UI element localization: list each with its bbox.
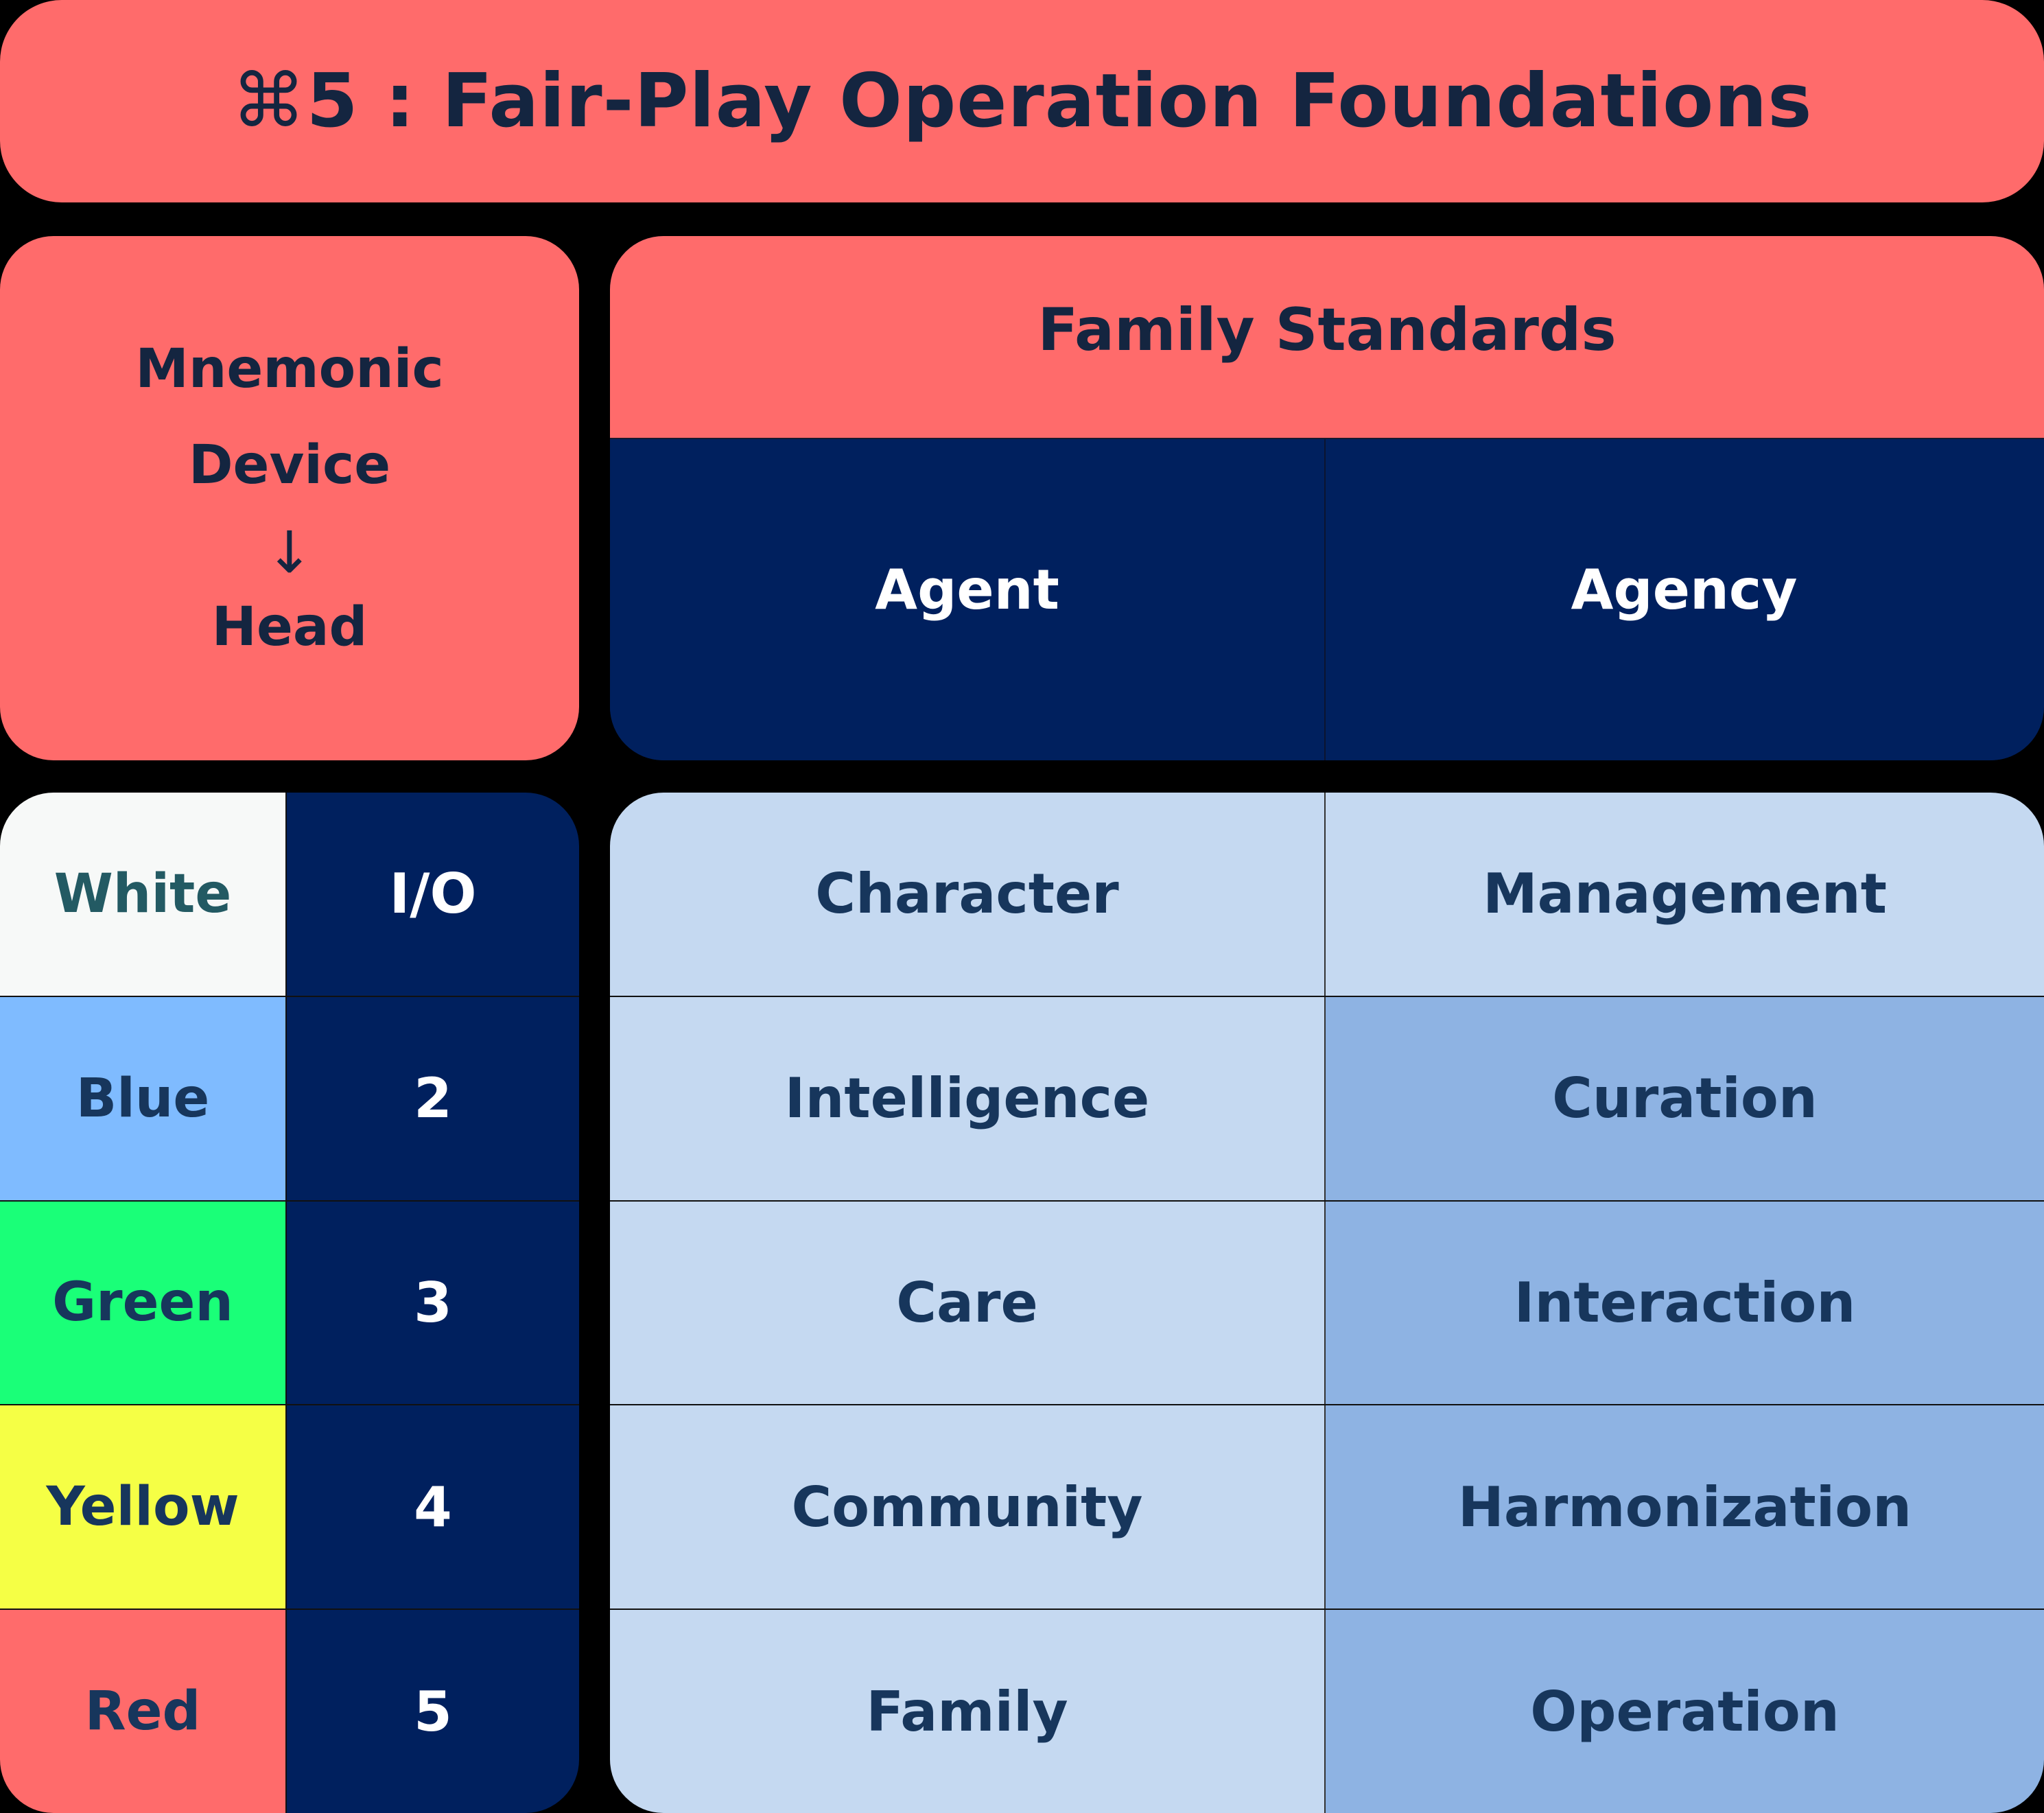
color-label-red: Red <box>0 1610 287 1813</box>
agency-cell: Operation <box>1326 1610 2044 1813</box>
color-label-green: Green <box>0 1201 287 1405</box>
agency-cell: Interaction <box>1326 1201 2044 1405</box>
agency-cell: Management <box>1326 793 2044 996</box>
mnemonic-header: Mnemonic Device ↓ Head <box>0 236 579 760</box>
agent-cell: Intelligence <box>610 996 1326 1200</box>
agent-cell: Family <box>610 1610 1326 1813</box>
mnemonic-label-line2: Device <box>188 434 391 496</box>
family-standards-header: Family Standards Agent Agency <box>610 236 2044 760</box>
table-row: Care Interaction <box>610 1200 2044 1405</box>
page-title: ⌘5 : Fair-Play Operation Foundations <box>0 0 2044 202</box>
table-row: Green 3 <box>0 1200 579 1405</box>
agent-cell: Community <box>610 1405 1326 1609</box>
table-row: Family Operation <box>610 1609 2044 1813</box>
mnemonic-label-line3: Head <box>211 596 368 658</box>
table-row: Character Management <box>610 793 2044 996</box>
number-cell: 3 <box>287 1201 579 1405</box>
color-label-white: White <box>0 793 287 996</box>
mnemonic-label-line1: Mnemonic <box>135 338 444 400</box>
table-row: Community Harmonization <box>610 1404 2044 1609</box>
agent-cell: Care <box>610 1201 1326 1405</box>
column-header-agent: Agent <box>610 439 1326 760</box>
arrow-down-icon: ↓ <box>265 519 314 586</box>
agency-cell: Curation <box>1326 996 2044 1200</box>
color-label-yellow: Yellow <box>0 1405 287 1609</box>
color-label-blue: Blue <box>0 996 287 1200</box>
agency-cell: Harmonization <box>1326 1405 2044 1609</box>
table-row: White I/O <box>0 793 579 996</box>
page-title-text: 5 : Fair-Play Operation Foundations <box>306 58 1813 144</box>
color-number-table: White I/O Blue 2 Green 3 Yellow 4 Red 5 <box>0 793 579 1813</box>
agent-cell: Character <box>610 793 1326 996</box>
family-standards-title: Family Standards <box>610 236 2044 439</box>
number-cell: 2 <box>287 996 579 1200</box>
standards-values-table: Character Management Intelligence Curati… <box>610 793 2044 1813</box>
table-row: Red 5 <box>0 1609 579 1813</box>
table-row: Yellow 4 <box>0 1404 579 1609</box>
number-cell: 5 <box>287 1610 579 1813</box>
command-key-icon: ⌘ <box>231 58 307 144</box>
column-header-agency: Agency <box>1326 439 2043 760</box>
number-cell: 4 <box>287 1405 579 1609</box>
table-row: Intelligence Curation <box>610 995 2044 1200</box>
table-row: Blue 2 <box>0 995 579 1200</box>
number-cell: I/O <box>287 793 579 996</box>
